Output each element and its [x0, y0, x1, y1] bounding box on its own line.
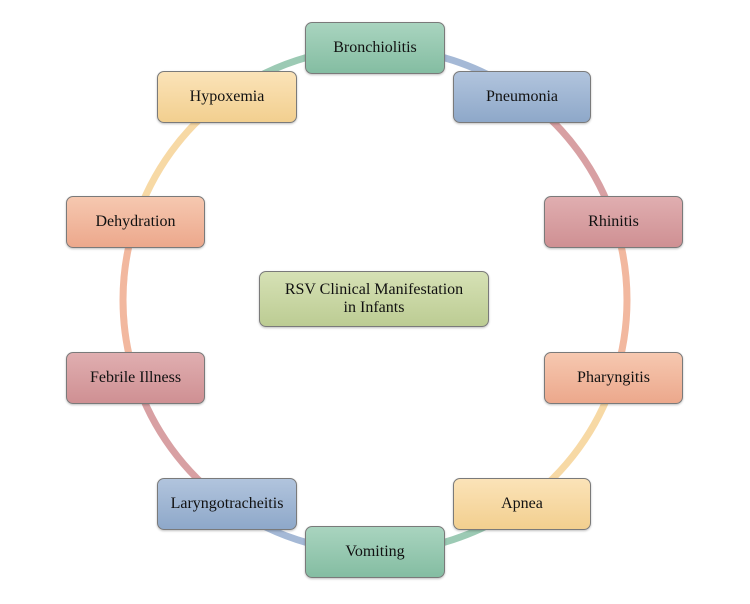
node-vomiting: Vomiting [305, 526, 445, 578]
node-rhinitis: Rhinitis [544, 196, 683, 248]
node-label: Apnea [501, 495, 543, 512]
node-label: Dehydration [95, 213, 176, 230]
node-laryngotracheitis: Laryngotracheitis [157, 478, 297, 530]
node-bronchiolitis: Bronchiolitis [305, 22, 445, 74]
node-label: Pneumonia [486, 88, 558, 105]
node-pneumonia: Pneumonia [453, 71, 591, 123]
node-pharyngitis: Pharyngitis [544, 352, 683, 404]
node-febrile-illness: Febrile Illness [66, 352, 205, 404]
center-node: RSV Clinical Manifestation in Infants [259, 271, 489, 327]
node-label: Laryngotracheitis [170, 495, 284, 512]
node-label: Vomiting [345, 543, 405, 560]
node-apnea: Apnea [453, 478, 591, 530]
node-label: Bronchiolitis [333, 39, 417, 56]
node-hypoxemia: Hypoxemia [157, 71, 297, 123]
node-label: Rhinitis [588, 213, 639, 230]
node-label: Hypoxemia [189, 88, 265, 105]
node-dehydration: Dehydration [66, 196, 205, 248]
center-label: RSV Clinical Manifestation in Infants [284, 281, 464, 316]
node-label: Pharyngitis [577, 369, 650, 386]
node-label: Febrile Illness [89, 369, 182, 386]
